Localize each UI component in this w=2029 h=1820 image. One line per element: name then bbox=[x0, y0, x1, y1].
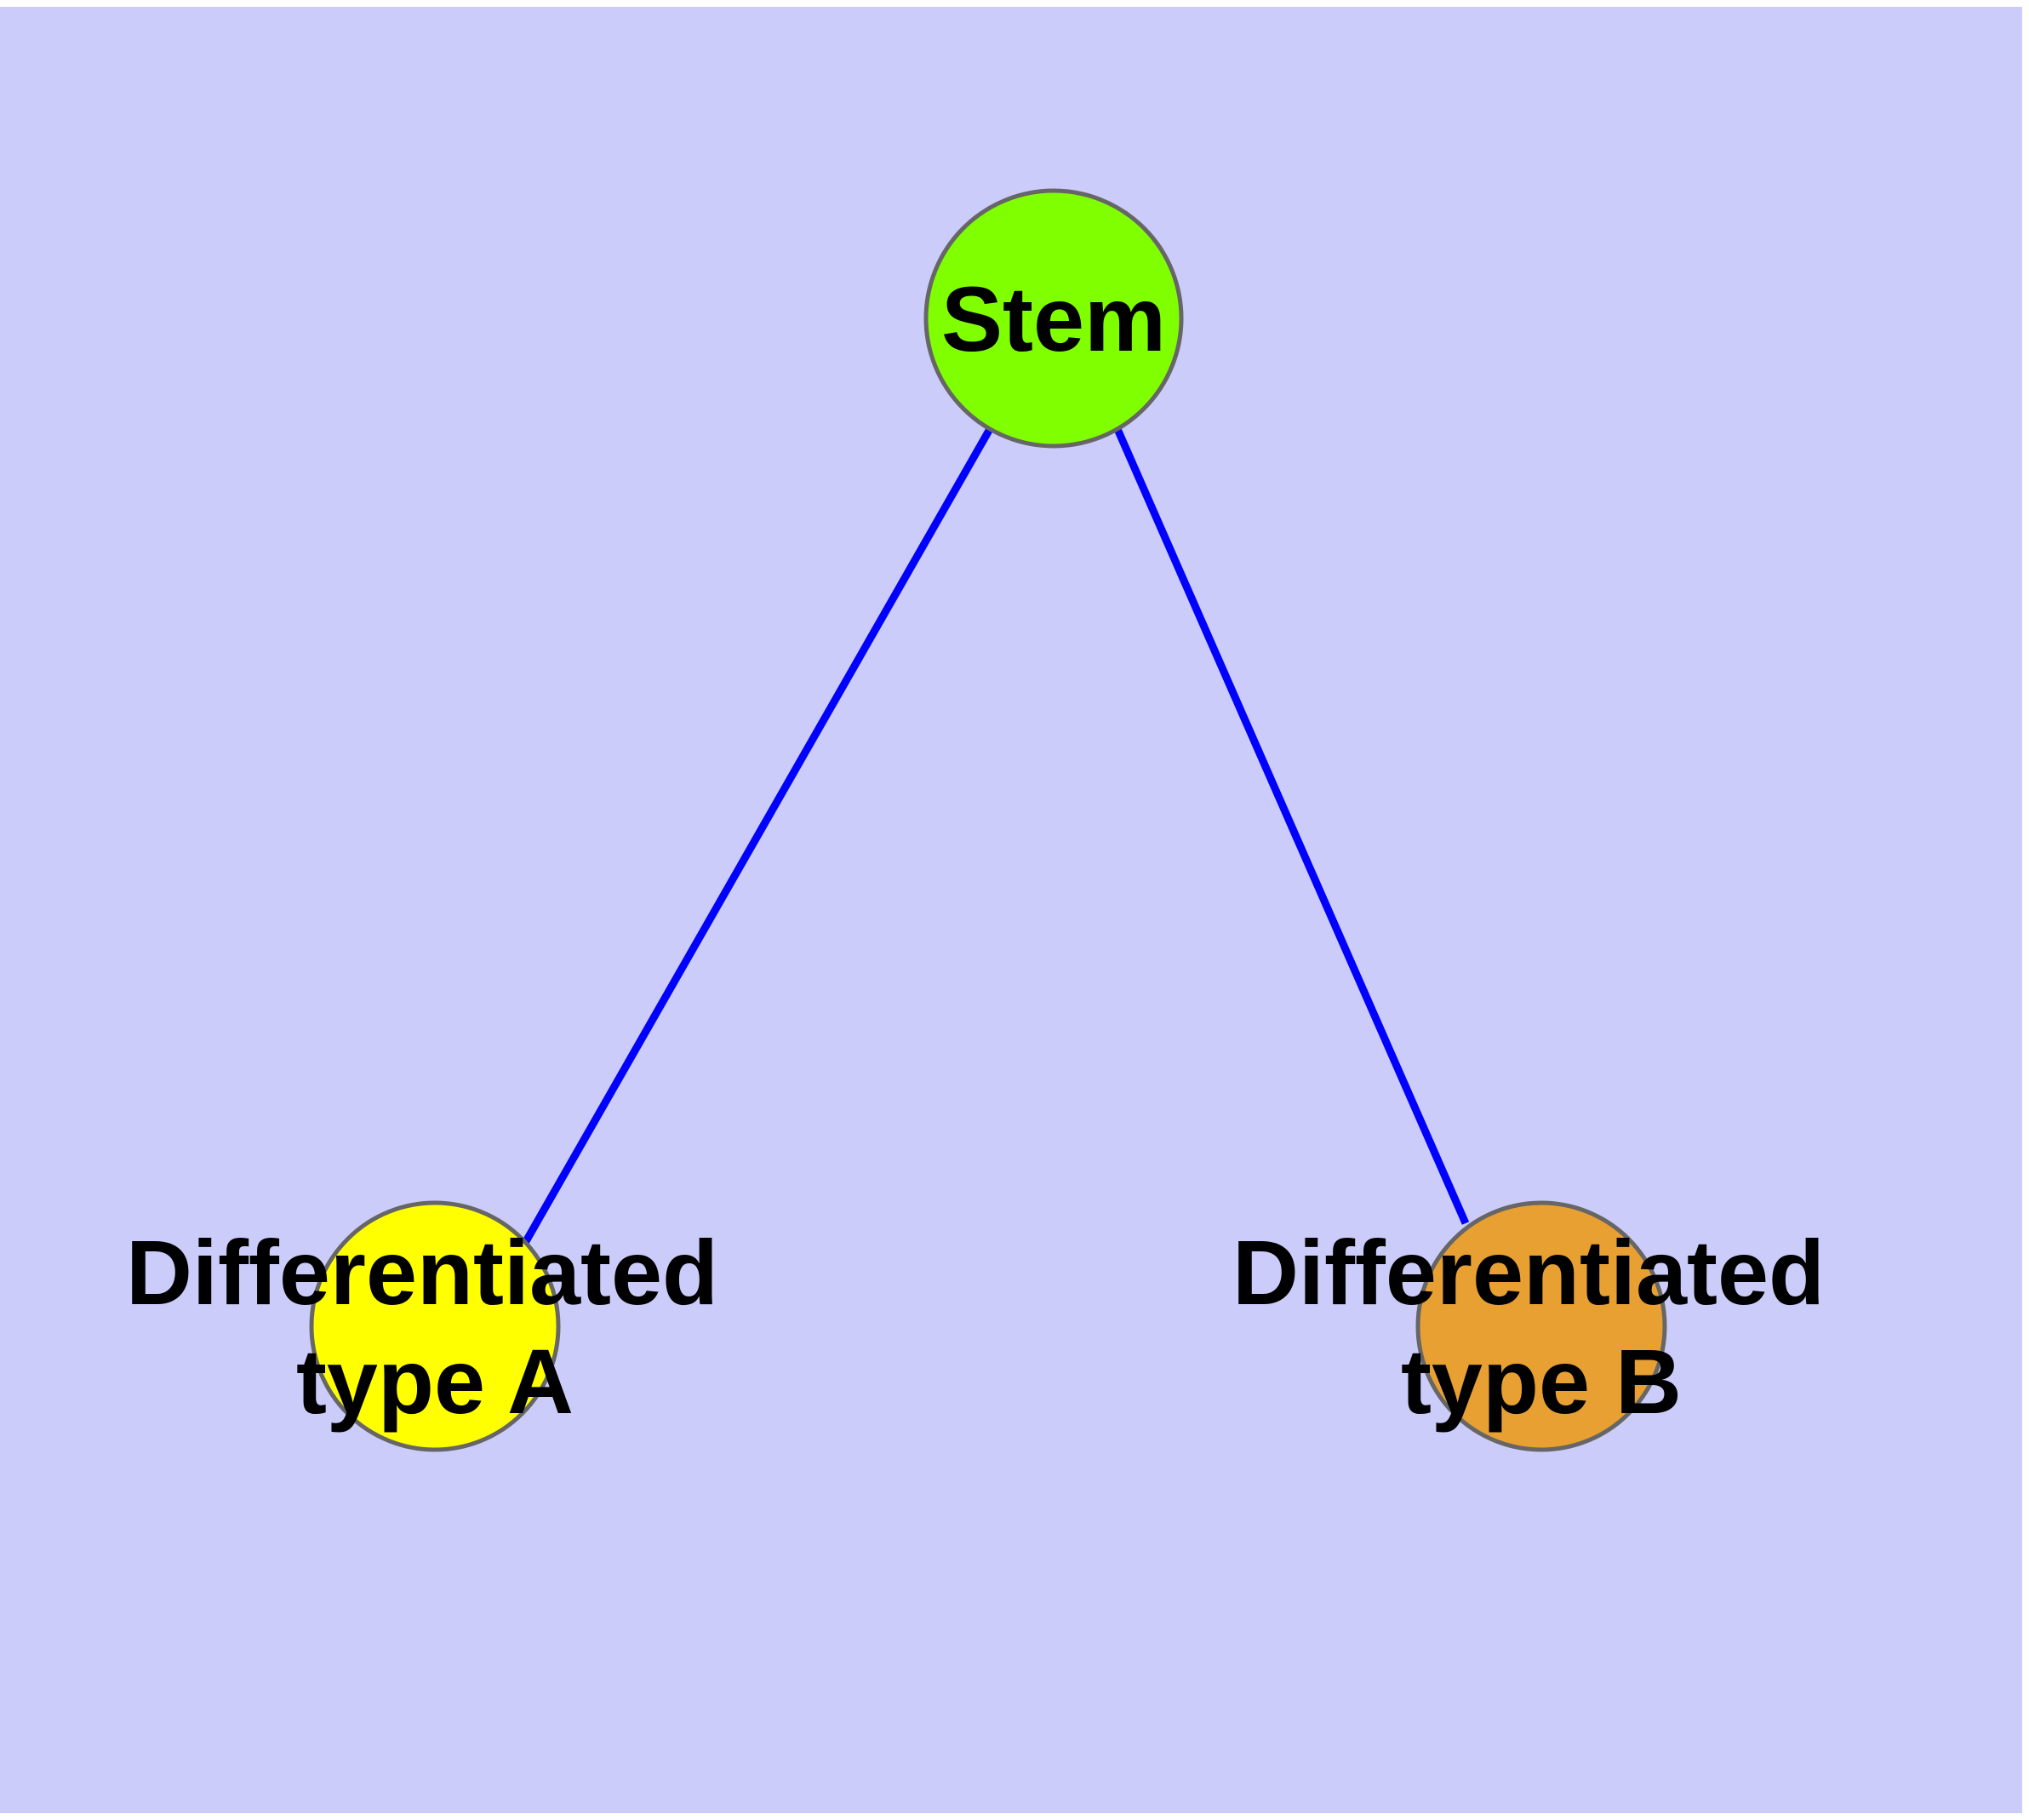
node-stem-label-line-1: Stem bbox=[941, 267, 1166, 370]
edge-stem-to-differentiated-type-b[interactable] bbox=[1113, 427, 1470, 1225]
node-differentiated-type-b-label-line-1: Differentiated bbox=[1232, 1221, 1825, 1324]
edge-stem-to-differentiated-type-a[interactable] bbox=[522, 426, 993, 1245]
node-differentiated-type-b-circle[interactable] bbox=[1415, 1200, 1667, 1452]
node-differentiated-type-b-label: Differentiated type B bbox=[1232, 1221, 1850, 1433]
node-differentiated-type-a-circle[interactable] bbox=[309, 1200, 561, 1452]
node-stem-label: Stem bbox=[941, 267, 1166, 370]
node-stem-circle[interactable] bbox=[923, 188, 1184, 449]
node-differentiated-type-a-label: Differentiated type A bbox=[126, 1221, 744, 1433]
node-stem[interactable]: Stem bbox=[923, 188, 1184, 449]
edges-group bbox=[522, 426, 1470, 1245]
node-differentiated-type-b-label-line-2: type B bbox=[1401, 1330, 1682, 1433]
node-differentiated-type-a[interactable]: Differentiated type A bbox=[126, 1200, 744, 1452]
node-differentiated-type-b[interactable]: Differentiated type B bbox=[1232, 1200, 1850, 1452]
node-differentiated-type-a-label-line-1: Differentiated bbox=[126, 1221, 718, 1324]
nodes-group: Stem Differentiated type A Differentiate… bbox=[126, 188, 1850, 1452]
node-differentiated-type-a-label-line-2: type A bbox=[296, 1330, 574, 1433]
